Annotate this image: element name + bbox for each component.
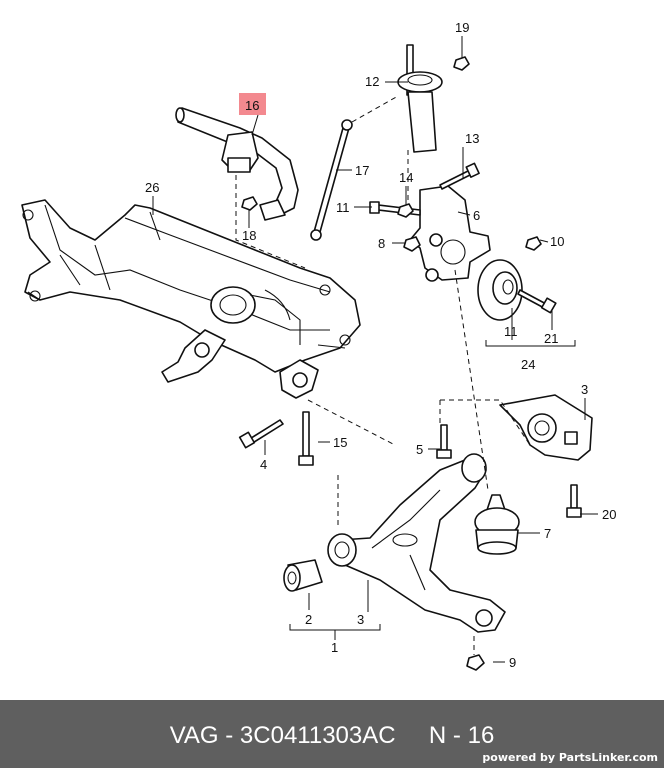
- callout-5[interactable]: 5: [416, 442, 423, 457]
- wheel-bearing-housing: [409, 185, 491, 282]
- callout-7[interactable]: 7: [544, 526, 551, 541]
- callout-17[interactable]: 17: [355, 163, 369, 178]
- callout-13[interactable]: 13: [465, 131, 479, 146]
- callout-3-arm[interactable]: 3: [357, 612, 364, 627]
- coupling-rod: [310, 119, 353, 241]
- control-arm: [327, 453, 506, 633]
- callout-15[interactable]: 15: [333, 435, 347, 450]
- nut-10: [525, 236, 542, 251]
- assembly-lines: [235, 95, 531, 655]
- callout-24[interactable]: 24: [521, 357, 535, 372]
- callout-labels: 16 26 19 12 13 14 6 11 17 18 8 10 11 21 …: [145, 20, 616, 670]
- ball-joint: [474, 494, 520, 555]
- callout-19[interactable]: 19: [455, 20, 469, 35]
- stabilizer-bar: [175, 107, 299, 221]
- nut-9: [466, 654, 485, 671]
- callout-9[interactable]: 9: [509, 655, 516, 670]
- highlight-box-16: [239, 93, 266, 115]
- callout-3-bushing[interactable]: 3: [581, 382, 588, 397]
- nut-18: [241, 196, 258, 211]
- fasteners: [238, 56, 582, 671]
- nut-8: [403, 236, 421, 252]
- part-number-title: VAG - 3C0411303AC N - 16: [169, 722, 495, 749]
- subframe: [21, 199, 361, 399]
- callout-26[interactable]: 26: [145, 180, 159, 195]
- callout-21[interactable]: 21: [544, 331, 558, 346]
- callout-6[interactable]: 6: [473, 208, 480, 223]
- leader-lines: [152, 36, 598, 663]
- callout-20[interactable]: 20: [602, 507, 616, 522]
- nut-14: [397, 203, 414, 218]
- small-bushing: [283, 559, 323, 592]
- callout-2[interactable]: 2: [305, 612, 312, 627]
- strut: [397, 44, 443, 153]
- callout-4[interactable]: 4: [260, 457, 267, 472]
- callout-8[interactable]: 8: [378, 236, 385, 251]
- nut-19: [453, 56, 470, 71]
- powered-by-link[interactable]: powered by PartsLinker.com: [482, 751, 658, 764]
- callout-16[interactable]: 16: [245, 98, 259, 113]
- wheel-hub: [477, 259, 523, 321]
- callout-12[interactable]: 12: [365, 74, 379, 89]
- callout-18[interactable]: 18: [242, 228, 256, 243]
- callout-11-upper[interactable]: 11: [336, 200, 350, 215]
- footer-bar: VAG - 3C0411303AC N - 16 powered by Part…: [0, 700, 664, 768]
- exploded-parts-diagram: 16 26 19 12 13 14 6 11 17 18 8 10 11 21 …: [21, 20, 616, 671]
- callout-1[interactable]: 1: [331, 640, 338, 655]
- callout-10[interactable]: 10: [550, 234, 564, 249]
- callout-14[interactable]: 14: [399, 170, 413, 185]
- control-arm-bushing: [499, 394, 593, 461]
- callout-11-lower[interactable]: 11: [504, 324, 518, 339]
